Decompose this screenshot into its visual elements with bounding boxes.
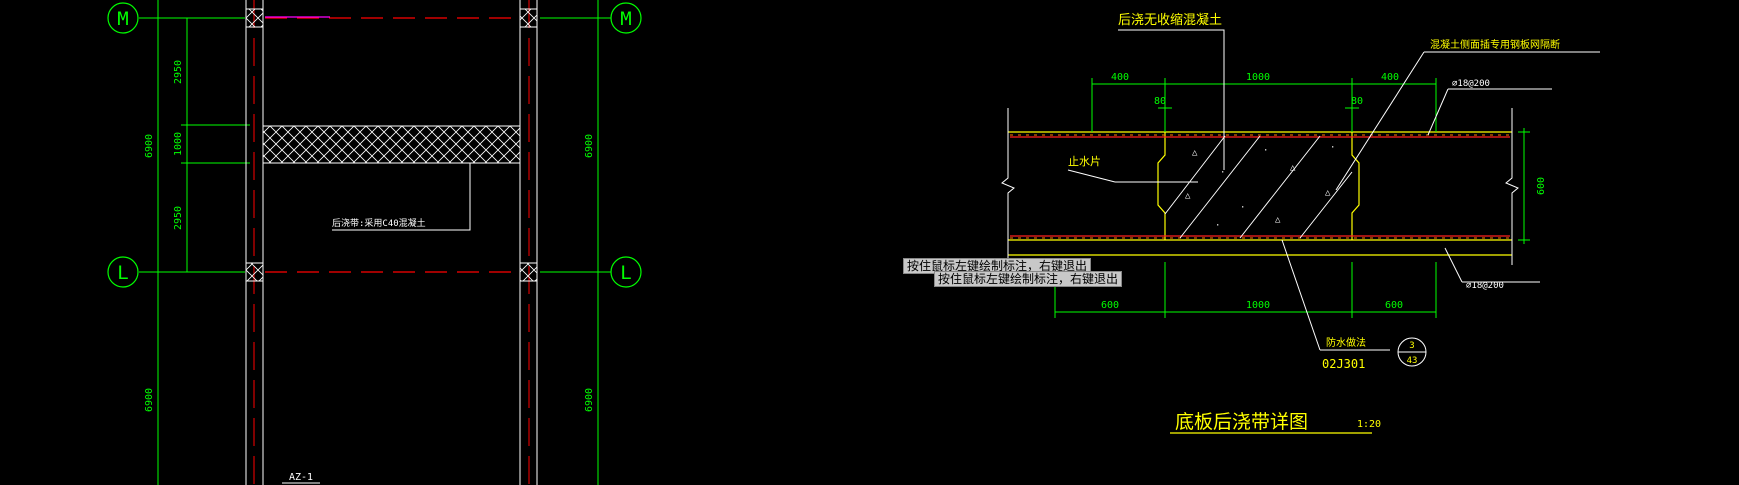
detail-title: 底板后浇带详图 (1175, 411, 1308, 433)
note-leader (332, 163, 471, 231)
bottom-dim-600-left: 600 (1101, 300, 1119, 311)
rebar-top-note: ⌀18@200 (1452, 79, 1490, 89)
column-block (245, 262, 264, 282)
dim-2950-lower: 2950 (173, 206, 184, 230)
dim-6900-upper-right: 6900 (584, 134, 595, 158)
dim-6900-lower-left: 6900 (144, 388, 155, 412)
svg-text:△: △ (1185, 191, 1191, 201)
dim-2950-upper: 2950 (173, 60, 184, 84)
svg-text:△: △ (1290, 163, 1296, 173)
grid-bubble-l-right[interactable] (610, 256, 642, 288)
post-cast-outline (1157, 132, 1166, 240)
waterstop-note: 止水片 (1068, 155, 1101, 168)
left-plan-view: 后浇带:采用C40混凝土 M M L L 2950 1000 2950 6900… (107, 0, 642, 485)
top-dim-400-left: 400 (1111, 72, 1129, 83)
bottom-dim-600-right: 600 (1385, 300, 1403, 311)
svg-text:·: · (1240, 203, 1245, 213)
dimension-tooltip-shadow: 按住鼠标左键绘制标注，右键退出 (934, 271, 1123, 287)
dim-6900-upper-left: 6900 (144, 134, 155, 158)
top-note: 后浇无收缩混凝土 (1118, 12, 1222, 28)
top-dim-1000: 1000 (1246, 72, 1270, 83)
grid-bubble-m-left[interactable] (107, 2, 139, 34)
svg-text:·: · (1263, 146, 1268, 156)
std-atlas-note: 02J301 (1322, 357, 1365, 371)
detail-view: △ · △ · △ · △ · △ · 400 1000 (1001, 12, 1600, 434)
svg-text:△: △ (1192, 148, 1198, 158)
svg-text:3: 3 (1409, 341, 1414, 351)
rebar-bottom-note: ⌀18@200 (1466, 281, 1504, 291)
right-note: 混凝土侧面插专用钢板网隔断 (1430, 38, 1560, 51)
svg-text:△: △ (1275, 215, 1281, 225)
dim-6900-lower-right: 6900 (584, 388, 595, 412)
grid-bubble-m-right[interactable] (610, 2, 642, 34)
post-cast-strip (262, 125, 521, 164)
bottom-dim-1000: 1000 (1246, 300, 1270, 311)
column-block (519, 8, 538, 28)
svg-text:L: L (620, 262, 631, 284)
svg-text:·: · (1215, 221, 1220, 231)
svg-text:·: · (1330, 143, 1335, 153)
az-1-label: AZ-1 (289, 472, 313, 483)
leader-note: 后浇带:采用C40混凝土 (332, 217, 426, 229)
top-dim-400-right: 400 (1381, 72, 1399, 83)
svg-text:△: △ (1325, 188, 1331, 198)
small-dim-80-right: 80 (1351, 96, 1363, 107)
column-block (519, 262, 538, 282)
small-dim-80-left: 80 (1154, 96, 1166, 107)
svg-text:·: · (1220, 168, 1225, 178)
dimension-tooltip: 按住鼠标左键绘制标注，右键退出 (903, 258, 1092, 274)
grid-bubble-l-left[interactable] (107, 256, 139, 288)
height-dim-600: 600 (1536, 177, 1547, 195)
svg-text:M: M (620, 8, 631, 30)
detail-scale: 1:20 (1357, 419, 1381, 430)
svg-text:L: L (117, 262, 128, 284)
svg-text:43: 43 (1407, 356, 1418, 366)
dim-1000: 1000 (173, 132, 184, 156)
column-block (245, 8, 264, 28)
svg-text:M: M (117, 8, 128, 30)
waterproof-note: 防水做法 (1326, 336, 1366, 349)
